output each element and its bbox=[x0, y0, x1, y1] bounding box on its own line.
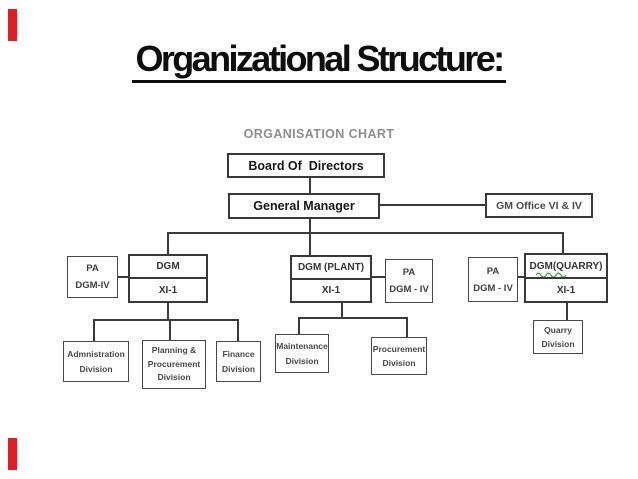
node-label: GM Office VI & IV bbox=[496, 199, 582, 212]
connector-pa-to-quarry bbox=[518, 276, 525, 278]
node-label-line: DGM - IV bbox=[389, 284, 429, 295]
org-node-gm-office: GM Office VI & IV bbox=[485, 193, 593, 218]
node-label-line: Division bbox=[541, 339, 575, 349]
node-label: XI-1 bbox=[158, 284, 178, 296]
connector-gm-down bbox=[309, 218, 311, 233]
node-label-line: Admnistration bbox=[67, 349, 125, 359]
node-label-line: Maintenance bbox=[276, 341, 328, 351]
node-label-line: Quarry bbox=[544, 324, 572, 335]
node-label: General Manager bbox=[253, 199, 355, 213]
org-node-maintenance-division: Maintenance Division bbox=[275, 334, 329, 373]
node-title-cell: DGM bbox=[130, 256, 206, 279]
node-label-line: Division bbox=[157, 372, 191, 383]
node-label-line: Division bbox=[221, 363, 256, 374]
node-label: DGM(QUARRY) bbox=[529, 260, 603, 272]
node-label-line: Procurement bbox=[147, 358, 201, 369]
connector-drop-procurement bbox=[406, 317, 408, 337]
connector-plant-down bbox=[341, 303, 343, 318]
org-node-dgm-quarry: DGM(QUARRY) XI-1 bbox=[524, 253, 608, 303]
node-title-cell: DGM(QUARRY) bbox=[526, 255, 606, 279]
org-node-quarry-division: Quarry Division bbox=[533, 320, 583, 354]
node-label-line: Planning & bbox=[151, 345, 197, 356]
node-label: DGM (PLANT) bbox=[297, 262, 365, 273]
connector-distribution-line bbox=[167, 232, 564, 234]
node-label-line: DGM - IV bbox=[473, 282, 513, 294]
org-node-planning-procurement-division: Planning & Procurement Division bbox=[142, 340, 206, 389]
node-label: Board Of Directors bbox=[248, 158, 364, 173]
node-label: XI-1 bbox=[556, 284, 576, 296]
org-node-finance-division: Finance Division bbox=[216, 341, 261, 382]
org-node-pa-dgm-iv-right: PA DGM - IV bbox=[468, 257, 518, 302]
slide-title: Organizational Structure: bbox=[0, 40, 638, 83]
connector-drop-planning bbox=[169, 319, 171, 340]
connector-drop-admin bbox=[93, 319, 95, 341]
connector-pa-left-to-dgm bbox=[118, 276, 128, 278]
node-title-cell: DGM (PLANT) bbox=[292, 257, 370, 280]
connector-drop-center bbox=[309, 232, 311, 255]
connector-drop-left bbox=[167, 232, 169, 254]
node-label: DGM bbox=[156, 261, 180, 272]
node-label-line: DGM-IV bbox=[75, 280, 110, 291]
connector-drop-right bbox=[562, 232, 564, 253]
red-accent-bar-top bbox=[8, 9, 17, 41]
connector-board-to-gm bbox=[309, 178, 311, 193]
node-label-line: Finance bbox=[222, 349, 255, 359]
connector-quarry-down bbox=[566, 303, 568, 320]
connector-left-subtree-line bbox=[93, 319, 238, 321]
connector-drop-finance bbox=[237, 319, 239, 341]
node-label-line: PA bbox=[86, 263, 99, 274]
org-node-dgm: DGM XI-1 bbox=[128, 254, 208, 303]
grammar-squiggle-icon bbox=[535, 272, 567, 277]
org-node-administration-division: Admnistration Division bbox=[63, 341, 129, 382]
chart-heading: ORGANISATION CHART bbox=[243, 127, 395, 141]
connector-drop-maintenance bbox=[298, 317, 300, 334]
red-accent-bar-bottom bbox=[8, 438, 17, 470]
org-node-pa-dgm-iv-left: PA DGM-IV bbox=[67, 256, 118, 298]
node-label: XI-1 bbox=[321, 285, 341, 296]
connector-mid-subtree-line bbox=[298, 317, 408, 319]
org-node-procurement-division: Procurement Division bbox=[371, 337, 427, 375]
node-sub-cell: XI-1 bbox=[130, 279, 206, 301]
node-label-line: PA bbox=[486, 265, 500, 277]
org-node-general-manager: General Manager bbox=[228, 193, 380, 219]
node-label-line: Division bbox=[382, 358, 416, 368]
node-label-line: Division bbox=[285, 355, 319, 366]
node-label-line: Procurement bbox=[372, 343, 426, 354]
connector-dgm-down bbox=[167, 303, 169, 320]
org-node-pa-dgm-iv-middle: PA DGM - IV bbox=[385, 259, 433, 303]
slide-title-text: Organizational Structure: bbox=[132, 40, 506, 83]
connector-plant-to-pa bbox=[372, 276, 385, 278]
node-sub-cell: XI-1 bbox=[292, 280, 370, 301]
connector-gm-to-office bbox=[380, 204, 485, 206]
node-sub-cell: XI-1 bbox=[526, 279, 606, 301]
node-label-line: Division bbox=[79, 363, 113, 374]
org-node-dgm-plant: DGM (PLANT) XI-1 bbox=[290, 255, 372, 303]
org-node-board-of-directors: Board Of Directors bbox=[227, 153, 385, 178]
node-label-line: PA bbox=[402, 267, 416, 278]
